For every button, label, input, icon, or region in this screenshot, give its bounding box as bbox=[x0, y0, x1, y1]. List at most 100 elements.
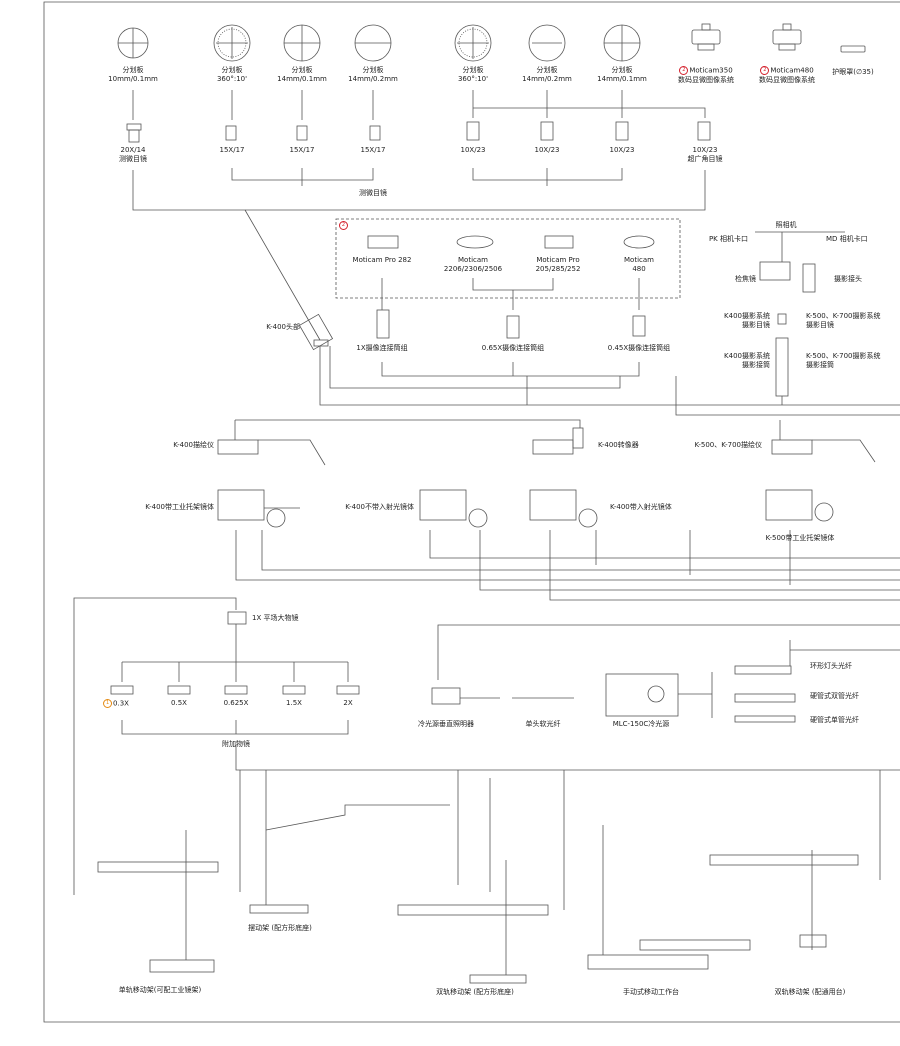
photo-head-icon bbox=[802, 263, 816, 293]
stand-label-1: 单轨移动架(可配工业镜架) bbox=[118, 986, 202, 994]
k500-drawing-icon bbox=[771, 439, 876, 463]
eyepiece-10x-2-icon bbox=[540, 121, 554, 141]
dual-rail-universal-stand-icon bbox=[709, 850, 859, 950]
focus-viewer-icon bbox=[759, 261, 791, 281]
k400-drawing-icon bbox=[217, 439, 326, 466]
k500-tube-label: K-500、K-700摄影系统摄影接筒 bbox=[806, 352, 881, 369]
marker-2-icon: 2 bbox=[679, 66, 689, 75]
aux-label-2: 0.5X bbox=[171, 699, 187, 707]
eyepiece-label-5: 10X/23 bbox=[460, 146, 486, 154]
aux-label-3: 0.625X bbox=[223, 699, 249, 707]
aux-15x-icon bbox=[282, 685, 306, 695]
k400-inc-body-icon bbox=[529, 489, 598, 528]
vertical-illuminator-icon bbox=[431, 687, 461, 705]
reticle-5-icon bbox=[454, 24, 492, 62]
eyepiece-10x-3-icon bbox=[615, 121, 629, 141]
stand-label-3: 双轨移动架 (配方形底座) bbox=[436, 988, 514, 996]
eyepiece-15x-1-icon bbox=[225, 125, 237, 141]
eyepiece-20x-icon bbox=[126, 123, 142, 143]
frame-border bbox=[43, 1, 900, 1023]
camera-pro282-icon bbox=[367, 235, 399, 249]
single-gooseneck-icon bbox=[734, 715, 796, 723]
eyepiece-label-7: 10X/23 bbox=[609, 146, 635, 154]
objective-1x-label: 1X 平场大物镜 bbox=[252, 614, 299, 622]
k400-head-icon bbox=[298, 313, 334, 351]
camera-pro205-icon bbox=[544, 235, 574, 249]
k500-industrial-body-icon bbox=[765, 489, 834, 522]
reticle-6-icon bbox=[528, 24, 566, 62]
reticle-3-icon bbox=[283, 24, 321, 62]
body-label-2: K-400不带入射光镜体 bbox=[345, 503, 414, 511]
reticle-4-icon bbox=[354, 24, 392, 62]
eyepiece-10x-4-icon bbox=[697, 121, 711, 141]
vertical-illuminator-label: 冷光源垂直照明器 bbox=[418, 720, 474, 728]
k400-industrial-body-icon bbox=[217, 489, 300, 528]
stand-label-4: 手动式移动工作台 bbox=[623, 988, 679, 996]
body-label-4: K-500带工业托架镜体 bbox=[765, 534, 835, 542]
eyepiece-label-2: 15X/17 bbox=[219, 146, 245, 154]
pk-mount-label: PK 相机卡口 bbox=[708, 235, 748, 243]
double-fiber-label: 硬管式双管光纤 bbox=[810, 692, 859, 700]
k400-noinc-body-icon bbox=[419, 489, 488, 528]
stand-label-5: 双轨移动架 (配通用台) bbox=[774, 988, 846, 996]
eyepiece-15x-2-icon bbox=[296, 125, 308, 141]
cold-light-source-icon bbox=[605, 673, 679, 717]
camera-480-icon bbox=[623, 235, 655, 249]
eyepiece-label-6: 10X/23 bbox=[534, 146, 560, 154]
aux-group-label: 附加物镜 bbox=[222, 740, 250, 748]
k500-drawing-label: K-500、K-700描绘仪 bbox=[694, 441, 762, 449]
eyeshade-icon bbox=[840, 45, 866, 53]
focus-viewer-label: 检焦镜 bbox=[735, 275, 756, 283]
k400-rotator-icon bbox=[532, 427, 584, 455]
ring-light-label: 环形灯头光纤 bbox=[810, 662, 852, 670]
k400-rotator-label: K-400转像器 bbox=[598, 441, 639, 449]
aux-03x-icon bbox=[110, 685, 134, 695]
adapter-label-2: 0.65X摄像连接筒组 bbox=[481, 344, 545, 352]
fiber-label: 单头软光纤 bbox=[525, 720, 561, 728]
swing-arm-stand-icon bbox=[249, 770, 450, 914]
photo-eyepiece-icon bbox=[777, 313, 787, 325]
k500-eyepiece-label: K-500、K-700摄影系统摄影目镜 bbox=[806, 312, 881, 329]
moticam350-icon bbox=[691, 23, 721, 51]
body-label-1: K-400带工业托架镜体 bbox=[145, 503, 214, 511]
adapter-label-1: 1X摄像连接筒组 bbox=[356, 344, 408, 352]
aux-label-5: 2X bbox=[343, 699, 353, 707]
md-mount-label: MD 相机卡口 bbox=[826, 235, 868, 243]
camera-box-marker: 2 bbox=[339, 221, 349, 231]
head-label: K-400头部 bbox=[266, 323, 300, 331]
marker-1-icon: 1 bbox=[103, 699, 113, 708]
single-rail-stand-icon bbox=[97, 830, 219, 973]
adapter-065x-icon bbox=[506, 315, 520, 339]
aux-05x-icon bbox=[167, 685, 191, 695]
photo-head-label: 摄影接头 bbox=[834, 275, 862, 283]
marker-2-icon: 2 bbox=[339, 221, 348, 230]
double-gooseneck-icon bbox=[734, 693, 796, 703]
micrometer-group-label: 测微目镜 bbox=[359, 189, 387, 197]
camera-moticam2206-icon bbox=[456, 235, 494, 249]
adapter-1x-icon bbox=[376, 309, 390, 339]
moticam480-icon bbox=[772, 23, 802, 51]
eyepiece-label-3: 15X/17 bbox=[289, 146, 315, 154]
body-label-3: K-400带入射光镜体 bbox=[610, 503, 672, 511]
k400-tube-label: K400摄影系统摄影接筒 bbox=[724, 352, 770, 369]
adapter-label-3: 0.45X摄像连接筒组 bbox=[607, 344, 671, 352]
camera-box-item-1: Moticam Pro 282 bbox=[352, 256, 412, 264]
dual-rail-square-stand-icon bbox=[397, 860, 549, 984]
camera-label: 照相机 bbox=[775, 221, 797, 229]
reticle-1-icon bbox=[117, 27, 149, 59]
aux-0625x-icon bbox=[224, 685, 248, 695]
photo-tube-icon bbox=[775, 337, 789, 397]
eyepiece-label-4: 15X/17 bbox=[360, 146, 386, 154]
